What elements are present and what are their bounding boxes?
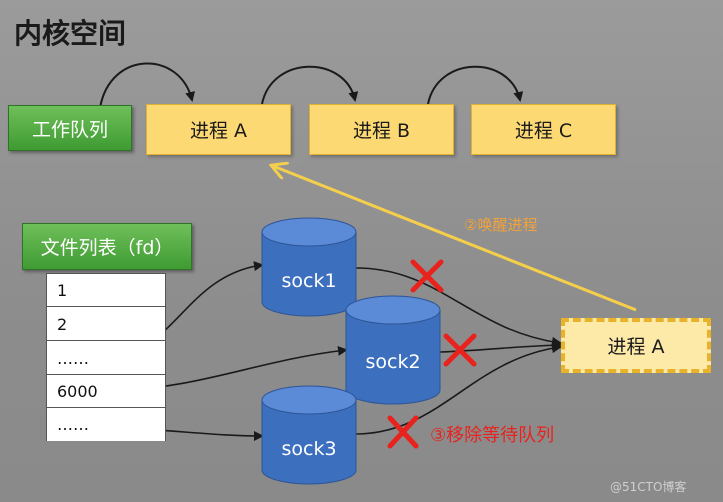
- queue-arc-3: [427, 65, 524, 105]
- work-queue-process-a: 进程 A: [146, 104, 291, 155]
- fd-row: 1: [47, 274, 165, 307]
- queue-arc-1: [99, 62, 195, 109]
- file-list-table: 1 2 …… 6000 ……: [46, 273, 166, 441]
- sock3-arrow: [354, 343, 562, 435]
- fd-row: ……: [47, 342, 165, 375]
- sock1-cylinder-icon: [261, 217, 357, 317]
- remove-wait-queue-note: ③移除等待队列: [430, 425, 555, 446]
- page-title: 内核空间: [14, 17, 127, 50]
- work-queue-label: 工作队列: [8, 105, 132, 151]
- x-mark-3-icon: [387, 415, 419, 449]
- fd-row: 2: [47, 308, 165, 341]
- sock2-label: sock2: [365, 351, 421, 373]
- file-list-header: 文件列表（fd）: [22, 223, 192, 270]
- blocked-process-a: 进程 A: [561, 318, 711, 373]
- work-queue-process-c: 进程 C: [471, 104, 616, 155]
- x-mark-1-icon: [410, 259, 444, 293]
- sock3-label: sock3: [281, 438, 337, 460]
- fd-row: ……: [47, 408, 165, 441]
- work-queue-process-b: 进程 B: [309, 104, 454, 155]
- x-mark-2-icon: [443, 333, 477, 367]
- sock3-cylinder-icon: [261, 385, 357, 485]
- sock2-cylinder-icon: [345, 295, 441, 405]
- fd-row: 6000: [47, 375, 165, 408]
- sock1-arrow: [355, 267, 562, 347]
- sock1-label: sock1: [281, 270, 337, 292]
- wake-arrow: [273, 166, 637, 312]
- watermark: @51CTO博客: [610, 480, 687, 494]
- wake-note: ②唤醒进程: [464, 216, 538, 234]
- queue-arc-2: [261, 65, 359, 105]
